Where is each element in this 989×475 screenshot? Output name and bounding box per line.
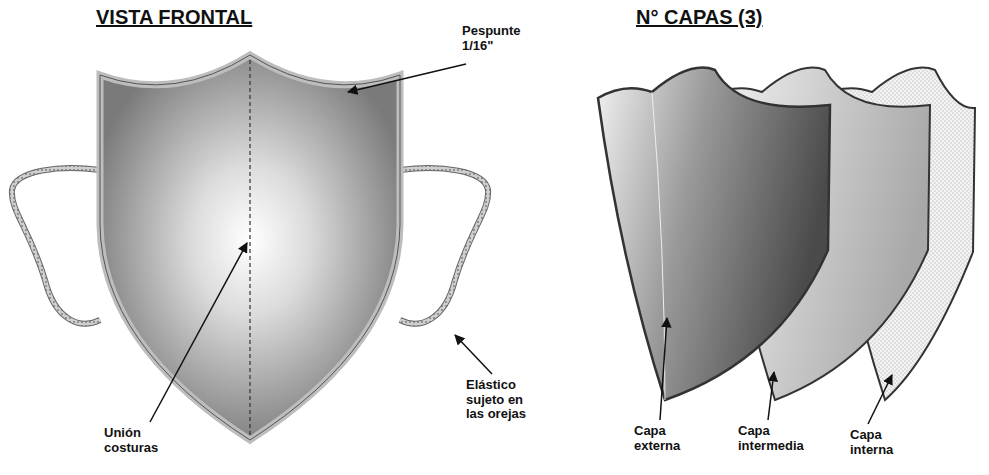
callout-label: Pespunte 1/16"	[462, 24, 536, 53]
callout-label: Capa externa	[634, 424, 698, 453]
callout-label: Capa intermedia	[738, 424, 818, 453]
mask-front-edge	[100, 55, 400, 440]
ear-elastic-right-texture	[400, 168, 488, 323]
mask-front	[100, 55, 400, 440]
section-title: N° CAPAS (3)	[636, 6, 763, 28]
layer-outer	[598, 68, 830, 400]
center-seam	[249, 60, 250, 436]
callout-label: Unión costuras	[104, 426, 176, 455]
ear-elastic-left-texture	[12, 168, 100, 323]
section-title: VISTA FRONTAL	[96, 6, 252, 28]
leader-line	[868, 375, 892, 424]
leader-line	[455, 335, 492, 374]
layer-outer-seam	[652, 92, 665, 400]
leader-line	[348, 64, 466, 92]
ear-elastic-left	[12, 168, 100, 323]
callout-label: Capa interna	[850, 428, 916, 457]
leader-line	[150, 243, 247, 422]
leader-line	[768, 372, 774, 420]
callout-label: Elástico sujeto en las orejas	[466, 378, 532, 422]
ear-elastic-right	[400, 168, 488, 323]
leader-line	[660, 318, 667, 420]
